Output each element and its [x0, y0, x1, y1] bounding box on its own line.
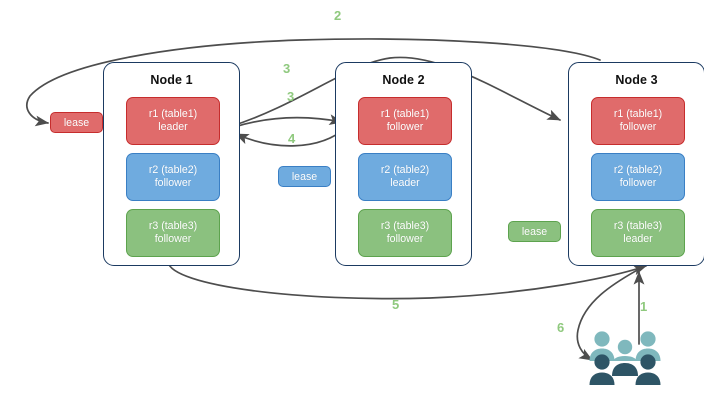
replica-node2-r2[interactable]: r2 (table2) leader: [358, 153, 452, 201]
replica-node3-r2-name: r2 (table2): [613, 164, 663, 176]
step-label-2: 2: [334, 8, 342, 23]
replica-node1-r1-role: leader: [158, 121, 188, 133]
step-label-6: 6: [557, 320, 565, 335]
lease-badge-r2[interactable]: lease: [278, 166, 331, 187]
replica-node3-r2-role: follower: [619, 177, 657, 189]
replica-node3-r3-role: leader: [623, 233, 653, 245]
edge-5-node1-to-node3: [167, 261, 647, 300]
step-label-3-upper: 3: [283, 61, 291, 76]
replica-node2-r1[interactable]: r1 (table1) follower: [358, 97, 452, 145]
step-label-1: 1: [640, 299, 648, 314]
replica-node3-r1[interactable]: r1 (table1) follower: [591, 97, 685, 145]
node-title-1: Node 1: [150, 73, 193, 87]
step-label-5: 5: [392, 297, 400, 312]
replica-node2-r3[interactable]: r3 (table3) follower: [358, 209, 452, 257]
replica-node1-r3-name: r3 (table3): [148, 220, 198, 232]
replica-node2-r1-name: r1 (table1): [380, 108, 430, 120]
replica-node2-r3-role: follower: [386, 233, 424, 245]
replica-node1-r1-name: r1 (table1): [148, 108, 198, 120]
replica-node3-r3-name: r3 (table3): [613, 220, 663, 232]
edge-6-node3-to-client: [576, 267, 642, 361]
edge-3-node1-to-node3: [231, 56, 561, 127]
replica-node1-r3[interactable]: r3 (table3) follower: [126, 209, 220, 257]
lease-badge-r1[interactable]: lease: [50, 112, 103, 133]
replica-node3-r1-role: follower: [619, 121, 657, 133]
lease-badge-r3[interactable]: lease: [508, 221, 561, 242]
edge-2-lease-to-node1: [26, 38, 601, 127]
replica-node1-r3-role: follower: [154, 233, 192, 245]
people-group-icon: [589, 331, 661, 385]
replica-node2-r1-role: follower: [386, 121, 424, 133]
node-title-3: Node 3: [615, 73, 658, 87]
replica-node1-r2[interactable]: r2 (table2) follower: [126, 153, 220, 201]
replica-node3-r3[interactable]: r3 (table3) leader: [591, 209, 685, 257]
replica-node1-r1[interactable]: r1 (table1) leader: [126, 97, 220, 145]
step-label-4: 4: [288, 131, 296, 146]
node-card-1[interactable]: Node 1 r1 (table1) leader r2 (table2) fo…: [103, 62, 240, 266]
replica-node2-r2-name: r2 (table2): [380, 164, 430, 176]
replica-node2-r2-role: leader: [390, 177, 420, 189]
node-card-2[interactable]: Node 2 r1 (table1) follower r2 (table2) …: [335, 62, 472, 266]
replica-node3-r2[interactable]: r2 (table2) follower: [591, 153, 685, 201]
replica-node1-r2-name: r2 (table2): [148, 164, 198, 176]
replica-node2-r3-name: r3 (table3): [380, 220, 430, 232]
node-title-2: Node 2: [382, 73, 425, 87]
node-card-3[interactable]: Node 3 r1 (table1) follower r2 (table2) …: [568, 62, 704, 266]
replica-node3-r1-name: r1 (table1): [613, 108, 663, 120]
edge-3-node1-to-node2: [230, 114, 344, 129]
step-label-3-lower: 3: [287, 89, 295, 104]
replica-node1-r2-role: follower: [154, 177, 192, 189]
